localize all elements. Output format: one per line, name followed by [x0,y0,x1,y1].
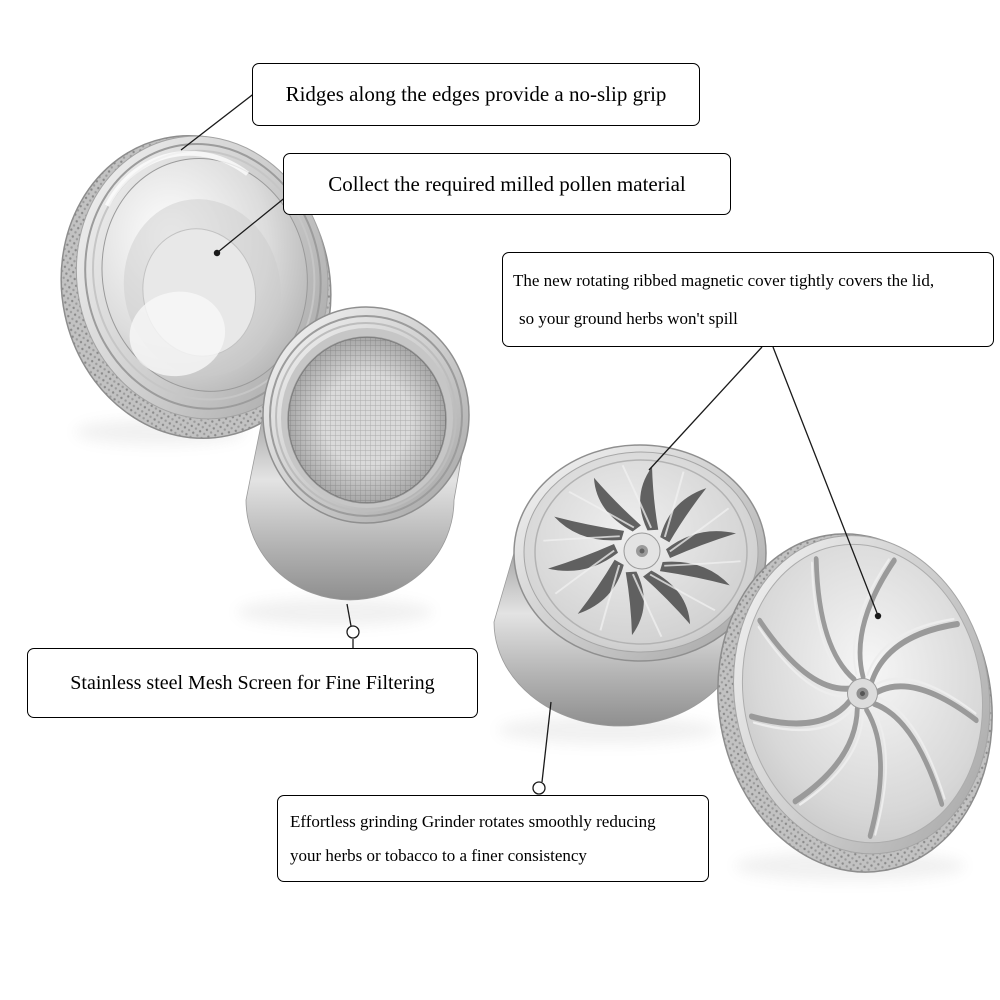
leader-grinding-circle [532,781,546,795]
cover-hub [846,678,878,710]
leader-pollen-dot [213,249,221,257]
leader-magnetic-right-line [772,346,878,614]
callout-grip: Ridges along the edges provide a no-slip… [252,63,700,126]
leader-mesh-upper-line [346,603,352,627]
leader-pollen-line [217,195,288,253]
leader-mesh-circle [346,625,360,639]
ribbed-cover-illustration [717,533,993,873]
callout-magnetic-line2: so your ground herbs won't spill [519,308,738,328]
callout-mesh-screen: Stainless steel Mesh Screen for Fine Fil… [27,648,478,718]
callout-grinding-line1: Effortless grinding Grinder rotates smoo… [290,811,656,831]
callout-magnetic-line1: The new rotating ribbed magnetic cover t… [513,270,935,290]
grinder-teeth-illustration [493,444,767,727]
leader-magnetic-dot [874,612,882,620]
callout-grinding-line2: your herbs or tobacco to a finer consist… [290,845,587,865]
callout-pollen: Collect the required milled pollen mater… [283,153,731,215]
callout-pollen-text: Collect the required milled pollen mater… [328,171,686,196]
callout-magnetic-cover: The new rotating ribbed magnetic cover t… [502,252,994,347]
leader-magnetic-left-line [648,346,763,471]
callout-grinding: Effortless grinding Grinder rotates smoo… [277,795,709,882]
teeth-hub [623,532,661,570]
leader-lines [180,91,882,795]
lid-part-illustration [60,134,332,440]
leader-grinding-upper-line [541,701,552,783]
mesh-chamber-illustration [245,306,470,601]
callout-mesh-text: Stainless steel Mesh Screen for Fine Fil… [70,671,435,694]
callout-grip-text: Ridges along the edges provide a no-slip… [285,82,667,106]
leader-grip-line [180,91,257,151]
